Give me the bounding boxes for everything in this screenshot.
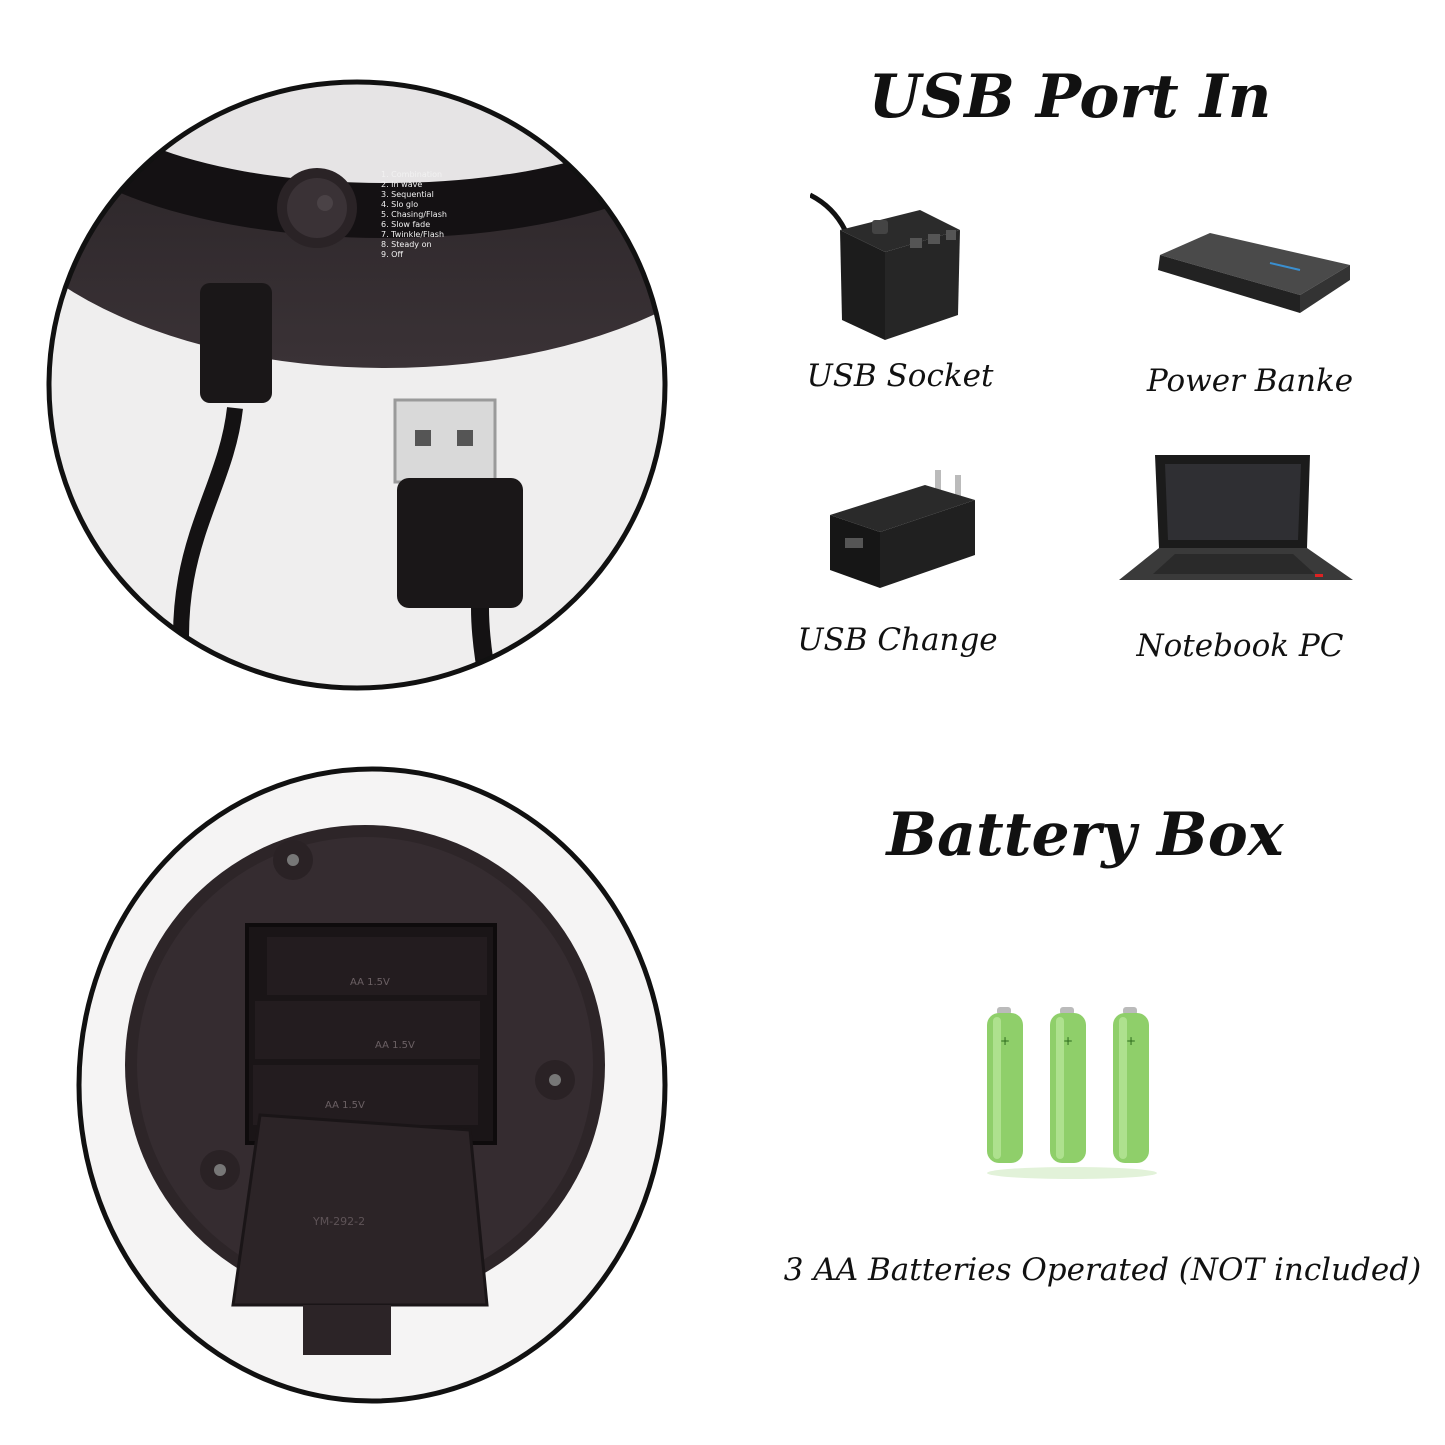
usb-socket-cube-icon — [810, 190, 970, 350]
compartment-mark: AA 1.5V — [375, 1040, 415, 1051]
battery-section-title: Battery Box — [886, 800, 1284, 870]
mode-list-item: 8. Steady on — [381, 240, 432, 249]
compartment-mark: AA 1.5V — [325, 1100, 365, 1111]
battery-caption: 3 AA Batteries Operated (NOT included) — [783, 1252, 1422, 1288]
compartment-mark: AA 1.5V — [350, 977, 390, 988]
laptop-icon — [1115, 450, 1355, 590]
mode-list-item: 2. In wave — [381, 180, 423, 189]
mode-list-item: 9. Off — [381, 250, 403, 259]
mode-list: 1. Combination 2. In wave 3. Sequential … — [381, 170, 447, 260]
mode-list-item: 7. Twinkle/Flash — [381, 230, 445, 239]
laptop-label: Notebook PC — [1136, 628, 1344, 664]
usb-charger-icon — [825, 460, 980, 590]
mode-list-item: 1. Combination — [381, 170, 443, 179]
usb-socket-label: USB Socket — [806, 358, 994, 394]
svg-text:+: + — [1126, 1034, 1136, 1048]
aa-batteries-icon: + + + — [985, 1005, 1160, 1185]
mode-list-item: 4. Slo glo — [381, 200, 419, 209]
usb-port-photo: 1. Combination 2. In wave 3. Sequential … — [45, 78, 670, 693]
usb-section-title: USB Port In — [868, 62, 1272, 132]
battery-box-photo: AA 1.5V AA 1.5V AA 1.5V YM-292-2 — [75, 765, 670, 1405]
lid-mark: YM-292-2 — [313, 1215, 366, 1228]
mode-list-item: 5. Chasing/Flash — [381, 210, 447, 219]
svg-text:+: + — [1000, 1034, 1010, 1048]
power-bank-label: Power Banke — [1146, 363, 1354, 399]
mode-list-item: 3. Sequential — [381, 190, 434, 199]
mode-list-item: 6. Slow fade — [381, 220, 431, 229]
svg-text:+: + — [1063, 1034, 1073, 1048]
power-bank-icon — [1150, 225, 1355, 320]
usb-charger-label: USB Change — [797, 622, 998, 658]
